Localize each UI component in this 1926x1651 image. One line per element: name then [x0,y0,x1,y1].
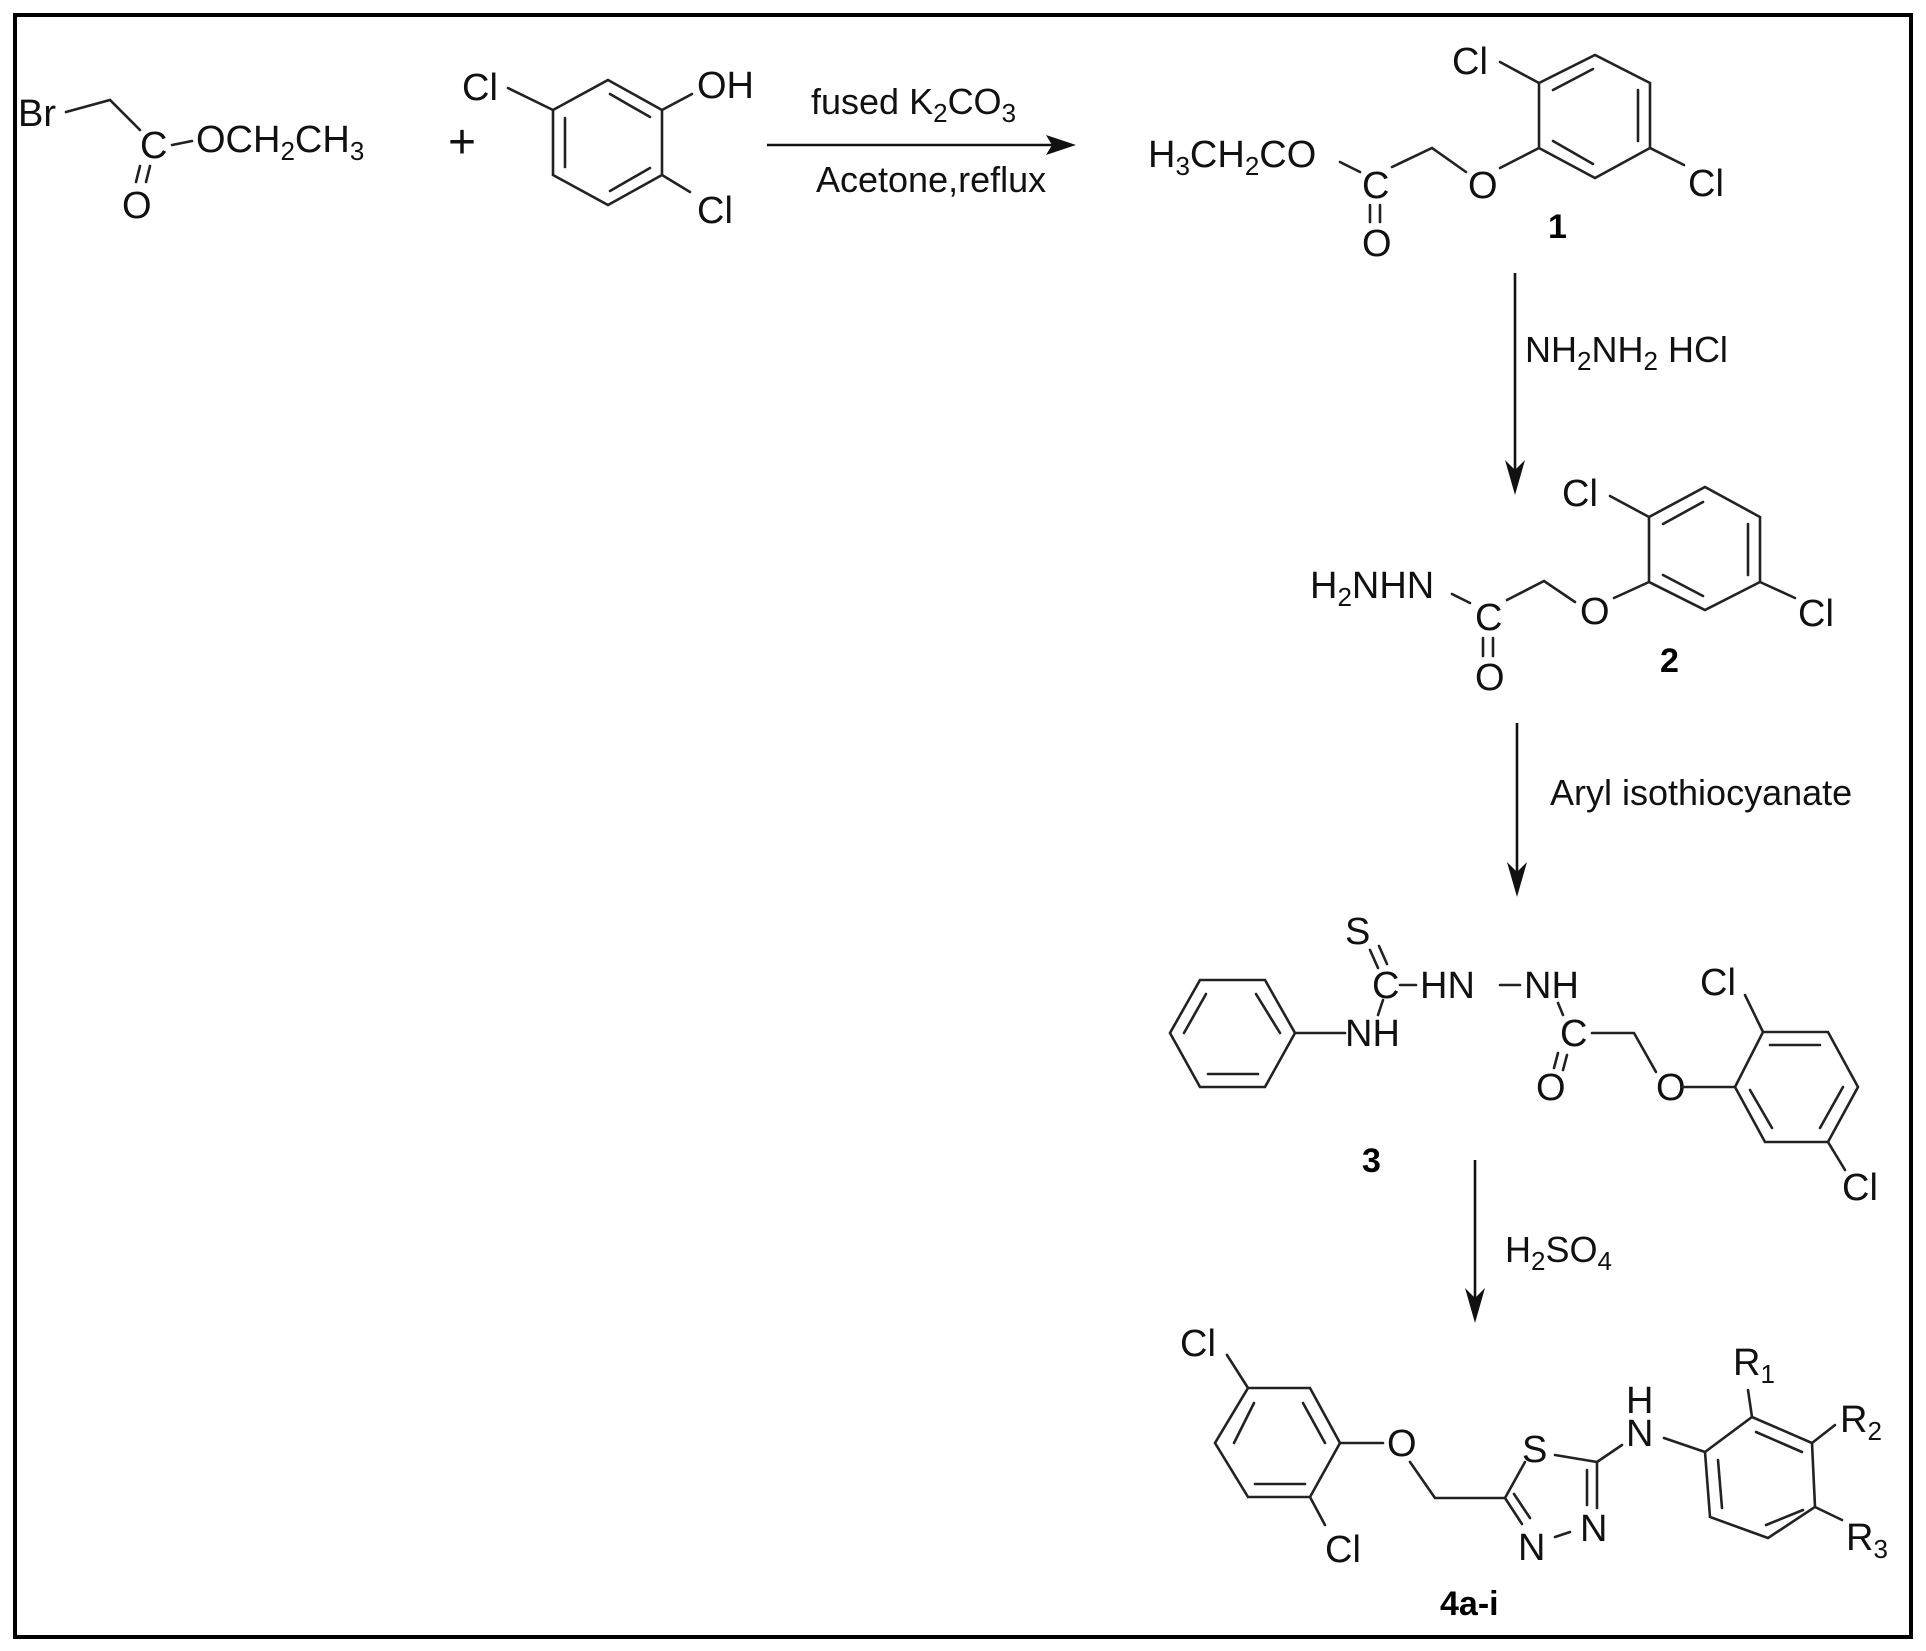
atom-cl: Cl [1798,593,1834,635]
compound-3: NH C S HN NH C O O Cl Cl 3 [1168,911,1878,1209]
substituent-r1: R1 [1733,1342,1775,1389]
bond [660,173,692,194]
atom-cl: Cl [697,190,733,232]
bond [134,164,142,184]
atom-cl: Cl [1180,1323,1216,1365]
atom-cl: Cl [1842,1167,1878,1209]
compound-label: 4a-i [1440,1585,1499,1623]
benzene-ring [1537,53,1652,180]
hydrazide-group: H2NHN [1310,565,1434,612]
atom-cl: Cl [1700,962,1736,1004]
atom-cl: Cl [462,67,498,109]
benzene-ring [1647,485,1762,612]
ethoxy-group: H3CH2CO [1148,134,1316,181]
compound-2: H2NHN C O O Cl Cl 2 [1310,473,1834,699]
ethyl-bromoacetate: Br C OCH2CH3 O [18,93,364,227]
atom-nh: NH [1345,1013,1400,1055]
atom-o: O [1580,591,1610,633]
benzene-ring [1733,1030,1860,1144]
atom-n: N [1580,1508,1607,1550]
atom-nh: NH [1524,965,1579,1007]
ester-group: OCH2CH3 [196,119,364,166]
bond [64,98,142,132]
substituent-r3: R3 [1846,1517,1888,1564]
atom-hn: HN [1420,965,1475,1007]
compound-label: 3 [1362,1142,1381,1180]
bond [608,92,652,119]
reagent-hydrazine: NH2NH2 HCl [1525,329,1728,376]
atom-c: C [1362,165,1389,207]
atom-c: C [1475,597,1502,639]
reaction-arrow-step2: NH2NH2 HCl [1505,273,1728,495]
atom-c: C [1560,1013,1587,1055]
atom-cl: Cl [1688,163,1724,205]
arrowhead [1505,460,1525,495]
compound-1: H3CH2CO C O O Cl Cl 1 [1148,41,1724,265]
atom-o: O [1475,657,1505,699]
atom-s: S [1345,911,1370,953]
dichlorophenol: Cl OH Cl [462,65,754,232]
compound-4a-i: Cl Cl O S N N N H R1 R2 [1180,1323,1888,1623]
atom-o: O [1362,223,1392,265]
atom-c: C [140,125,167,167]
atom-cl: Cl [1325,1529,1361,1571]
reaction-arrow-step4: H2SO4 [1465,1160,1612,1323]
substituent-r2: R2 [1840,1399,1882,1446]
atom-cl: Cl [1562,473,1598,515]
reagent-aryl-isothiocyanate: Aryl isothiocyanate [1550,772,1852,813]
reagent-k2co3: fused K2CO3 [811,81,1016,128]
atom-br: Br [18,93,56,135]
atom-o: O [1468,165,1498,207]
atom-oh: OH [697,65,754,107]
bond [660,92,694,112]
atom-n: N [1626,1413,1653,1455]
plus-sign: + [448,116,476,169]
reagent-sulfuric-acid: H2SO4 [1505,1229,1612,1276]
atom-o: O [122,185,152,227]
arrowhead [1046,135,1076,155]
atom-cl: Cl [1452,41,1488,83]
atom-o: O [1536,1067,1566,1109]
benzene-ring [551,78,664,207]
reaction-arrow-step3: Aryl isothiocyanate [1507,723,1852,897]
bond [170,139,194,147]
atom-o: O [1387,1423,1417,1465]
bond [144,164,152,184]
figure-frame [13,13,1913,1639]
bond [608,166,652,193]
atom-h: H [1626,1380,1653,1422]
reaction-arrow-step1: fused K2CO3 Acetone,reflux [767,81,1076,200]
solvent-condition: Acetone,reflux [816,159,1046,200]
compound-label: 1 [1548,208,1567,246]
compound-label: 2 [1660,642,1679,680]
atom-o: O [1656,1067,1686,1109]
phenyl-ring [1168,978,1297,1089]
arrowhead [1465,1288,1485,1323]
atom-n: N [1518,1527,1545,1569]
bond [506,86,555,112]
atom-s: S [1522,1429,1547,1471]
atom-c: C [1372,965,1399,1007]
arrowhead [1507,862,1527,897]
